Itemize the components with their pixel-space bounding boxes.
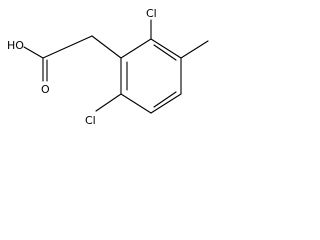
ring-bond-1 xyxy=(120,38,152,59)
carbonyl-oxygen-label: O xyxy=(41,83,50,96)
bond-ring-methyl xyxy=(180,40,209,59)
ring-double-2 xyxy=(153,44,177,61)
ring-bond-4 xyxy=(150,93,182,114)
molecule-drawing: HO O Cl Cl xyxy=(7,7,209,127)
ring-bond-2 xyxy=(150,38,182,59)
bond-ring-cl-bottom xyxy=(95,93,122,112)
hydroxyl-label: HO xyxy=(7,39,24,52)
bond-ch2-ring xyxy=(91,35,122,59)
structure-diagram: HO O Cl Cl xyxy=(0,0,228,137)
ring-double-3 xyxy=(153,91,177,108)
bond-ho-c xyxy=(23,46,44,59)
bond-c-ch2 xyxy=(42,35,93,59)
chlorine-bottom-label: Cl xyxy=(85,114,96,127)
chlorine-top-label: Cl xyxy=(146,7,157,20)
ring-bond-5 xyxy=(120,93,152,114)
atom-labels: HO O Cl Cl xyxy=(7,7,157,127)
bonds xyxy=(23,19,209,114)
